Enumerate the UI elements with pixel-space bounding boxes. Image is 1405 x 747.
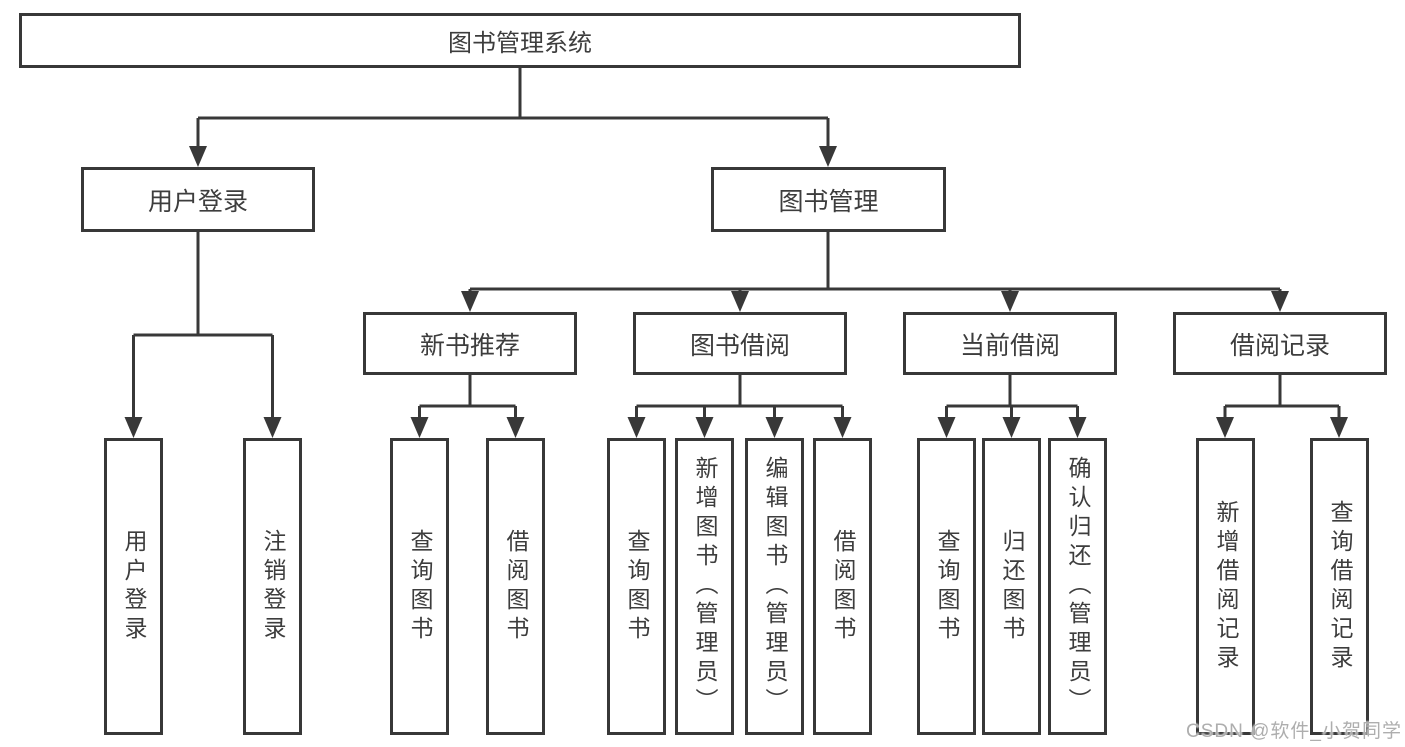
leaf-recommend-borrow-books-label: 借阅图书 <box>503 528 529 645</box>
leaf-return-books: 归还图书 <box>982 438 1041 735</box>
leaf-current-query-books: 查询图书 <box>917 438 976 735</box>
node-user-login: 用户登录 <box>81 167 315 232</box>
leaf-add-borrow-record-label: 新增借阅记录 <box>1213 499 1239 674</box>
leaf-current-query-books-label: 查询图书 <box>934 528 960 645</box>
leaf-add-books-admin: 新增图书（管理员） <box>675 438 734 735</box>
leaf-edit-books-admin-label: 编辑图书（管理员） <box>762 456 788 717</box>
node-library-management-system: 图书管理系统 <box>19 13 1021 68</box>
leaf-return-books-label: 归还图书 <box>999 528 1025 645</box>
leaf-user-login-label: 用户登录 <box>121 528 147 645</box>
leaf-confirm-return-admin-label: 确认归还（管理员） <box>1065 456 1091 717</box>
leaf-user-login: 用户登录 <box>104 438 163 735</box>
leaf-logout-label: 注销登录 <box>260 528 286 645</box>
leaf-add-borrow-record: 新增借阅记录 <box>1196 438 1255 735</box>
leaf-borrow-query-books: 查询图书 <box>607 438 666 735</box>
leaf-recommend-borrow-books: 借阅图书 <box>486 438 545 735</box>
leaf-edit-books-admin: 编辑图书（管理员） <box>745 438 804 735</box>
node-borrow-records: 借阅记录 <box>1173 312 1387 375</box>
leaf-add-books-admin-label: 新增图书（管理员） <box>692 456 718 717</box>
arrowheads <box>124 146 1348 438</box>
leaf-borrow-books: 借阅图书 <box>813 438 872 735</box>
csdn-watermark: CSDN @软件_小贺同学 <box>1186 721 1402 742</box>
leaf-borrow-books-label: 借阅图书 <box>830 528 856 645</box>
leaf-recommend-query-books: 查询图书 <box>390 438 449 735</box>
node-current-borrow: 当前借阅 <box>903 312 1117 375</box>
leaf-recommend-query-books-label: 查询图书 <box>407 528 433 645</box>
leaf-borrow-query-books-label: 查询图书 <box>624 528 650 645</box>
leaf-query-borrow-record-label: 查询借阅记录 <box>1327 499 1353 674</box>
leaf-logout: 注销登录 <box>243 438 302 735</box>
node-new-book-recommend: 新书推荐 <box>363 312 577 375</box>
node-book-management: 图书管理 <box>711 167 946 232</box>
leaf-confirm-return-admin: 确认归还（管理员） <box>1048 438 1107 735</box>
node-book-borrow: 图书借阅 <box>633 312 847 375</box>
leaf-query-borrow-record: 查询借阅记录 <box>1310 438 1369 735</box>
